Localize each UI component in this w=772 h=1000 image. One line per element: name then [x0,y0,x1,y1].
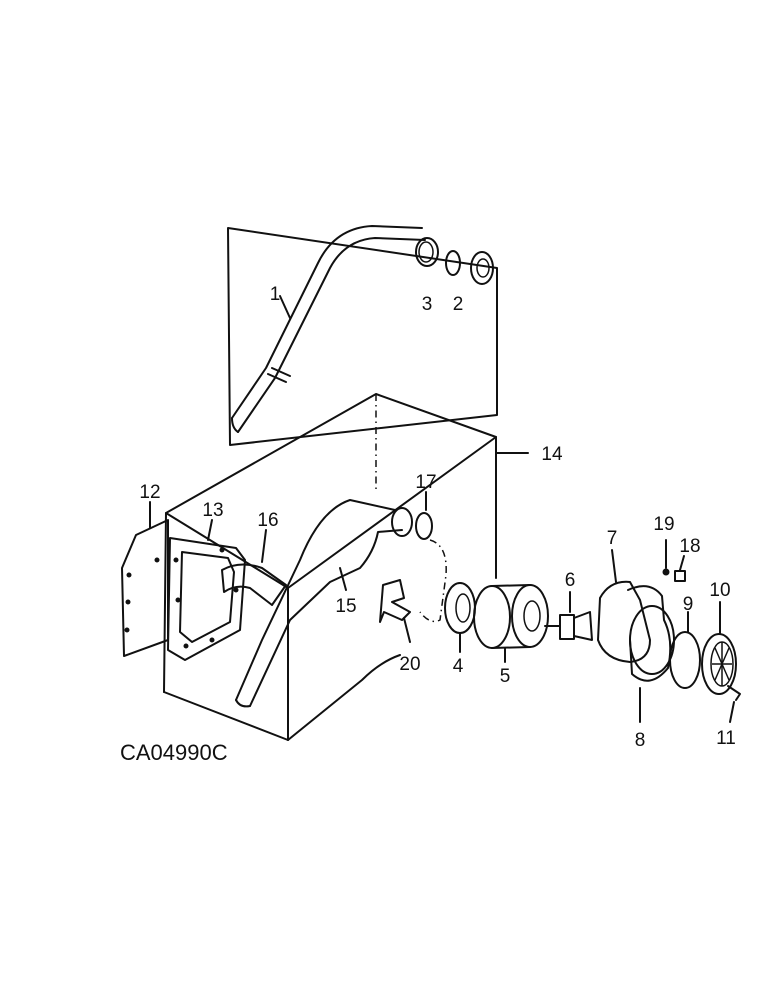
callout-13: 13 [202,500,223,521]
adapter-part-4 [444,582,476,653]
filter-element-part-5 [473,584,549,663]
nut-part-18 [674,555,686,582]
cap-part-10 [701,601,737,695]
inset-box [227,227,498,446]
o-ring-part-17 [415,491,433,540]
clip-part-11 [727,685,741,723]
callout-8: 8 [635,730,646,751]
gasket-part-13 [167,519,246,661]
seal-part-2 [470,251,494,285]
phantom-gasket [419,539,447,623]
bracket-part-16 [221,529,287,606]
seal-part-3 [445,250,461,276]
callout-18: 18 [679,536,700,557]
cover-plate-part-12 [121,501,169,657]
callout-17: 17 [415,472,436,493]
callout-12: 12 [139,482,160,503]
clip-part-20 [379,579,411,643]
cover-part-8 [627,585,675,723]
callout-3: 3 [422,294,433,315]
callout-20: 20 [399,654,420,675]
wing-nut-part-6 [544,591,593,641]
tube-part-1 [231,225,439,433]
callout-11: 11 [716,728,736,749]
callout-14: 14 [541,444,563,465]
gasket-part-7 [597,549,651,663]
callout-6: 6 [565,570,576,591]
figure-code: CA04990C [120,740,228,765]
tube-part-15 [235,499,413,708]
callout-4: 4 [453,656,464,677]
callout-19: 19 [653,514,674,535]
callout-9: 9 [683,594,694,615]
callout-labels: 1 2 3 4 5 6 7 8 9 10 11 12 13 14 15 16 1… [139,284,735,751]
housing-box-part-14 [163,393,529,741]
callout-5: 5 [500,666,511,687]
callout-1: 1 [270,284,281,305]
callout-16: 16 [257,510,278,531]
screw-part-19 [662,539,670,576]
callout-15: 15 [335,596,356,617]
callout-7: 7 [607,528,618,549]
o-ring-part-9 [669,611,701,689]
callout-2: 2 [453,294,464,315]
callout-10: 10 [709,580,730,601]
